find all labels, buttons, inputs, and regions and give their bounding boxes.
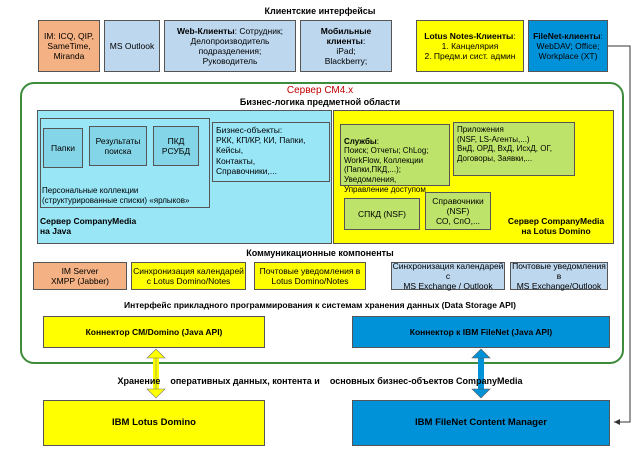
web-clients-text: : Сотрудник; Делопроизводитель подраздел… [190, 25, 284, 67]
lotus-notes-clients-text: : 1. Канцелярия 2. Предм.и сист. админ [424, 30, 516, 62]
mail-exchange-box: Почтовые уведомления в MS Exchange/Outlo… [510, 261, 608, 291]
mobile-clients-title: Мобильные клиенты [320, 25, 372, 46]
personal-collections-box [40, 118, 210, 208]
mobile-clients-box: Мобильные клиенты: iPad; Blackberry; [300, 20, 392, 72]
client-interfaces-title: Клиентские интерфейсы [264, 6, 376, 16]
business-logic-title: Бизнес-логика предметной области [239, 97, 401, 107]
storage-note: Хранение оперативных данных, контента и … [117, 376, 523, 386]
server-title: Сервер СМ4.х [286, 85, 354, 96]
sync-lotus-box: Синхронизация календарей с Lotus Domino/… [131, 262, 246, 290]
lotus-notes-clients-title: Lotus Notes-Клиенты [424, 30, 514, 41]
java-server-name: Сервер CompanyMedia на Java [40, 216, 137, 237]
web-clients-title: Web-Клиенты [176, 25, 235, 36]
business-objects-box: Бизнес-объекты: РКК, КП/КР, КИ, Папки, К… [212, 122, 330, 182]
sync-exchange-box: Синхронизация календарей с MS Exchange /… [391, 260, 505, 292]
filenet-clients-text: : WebDAV; Office; Workplace (XT) [536, 30, 603, 62]
filenet-clients-box: FileNet-клиенты: WebDAV; Office; Workpla… [528, 20, 608, 72]
mail-lotus-box: Почтовые уведомления в Lotus Domino/Note… [254, 262, 366, 290]
services-text: : Поиск; Отчеты; ChLog; WorkFlow, Коллек… [344, 136, 429, 194]
spkd-box: СПКД (NSF) [344, 198, 420, 230]
server-frame [20, 82, 624, 364]
personal-collections-label: Персональные коллекции (структурированны… [42, 186, 190, 205]
ibm-lotus-domino-box: IBM Lotus Domino [43, 400, 265, 446]
references-box: Справочники (NSF) СО, СпО,... [425, 192, 491, 230]
web-clients-box: Web-Клиенты: Сотрудник; Делопроизводител… [164, 20, 296, 72]
storage-api-title: Интерфейс прикладного программирования к… [124, 300, 516, 310]
pkd-rsubd-box: ПКД РСУБД [153, 126, 199, 166]
mobile-clients-text: : iPad; Blackberry; [324, 35, 368, 67]
filenet-clients-title: FileNet-клиенты [533, 30, 601, 41]
right-connector-line [608, 45, 631, 425]
im-server-box: IM Server XMPP (Jabber) [33, 262, 127, 290]
connector-filenet-box: Коннектор к IBM FileNet (Java API) [352, 316, 610, 348]
services-box: Службы: Поиск; Отчеты; ChLog; WorkFlow, … [340, 124, 450, 194]
lotus-notes-clients-box: Lotus Notes-Клиенты: 1. Канцелярия 2. Пр… [416, 20, 524, 72]
domino-server-name: Сервер CompanyMedia на Lotus Domino [507, 216, 605, 237]
yellow-double-arrow [146, 348, 166, 399]
services-title: Службы [344, 136, 377, 146]
comm-components-title: Коммуникационные компоненты [246, 248, 394, 258]
papki-box: Папки [43, 128, 83, 168]
im-clients-box: IM: ICQ, QIP, SameTime, Miranda [38, 20, 100, 72]
ibm-filenet-cm-box: IBM FileNet Content Manager [352, 400, 610, 446]
ms-outlook-box: MS Outlook [104, 20, 160, 72]
search-results-box: Результаты поиска [89, 126, 147, 166]
blue-double-arrow [471, 348, 491, 399]
applications-box: Приложения (NSF, LS-Агенты,...) ВнД, ОРД… [453, 122, 575, 176]
connector-domino-box: Коннектор CM/Domino (Java API) [43, 316, 265, 348]
